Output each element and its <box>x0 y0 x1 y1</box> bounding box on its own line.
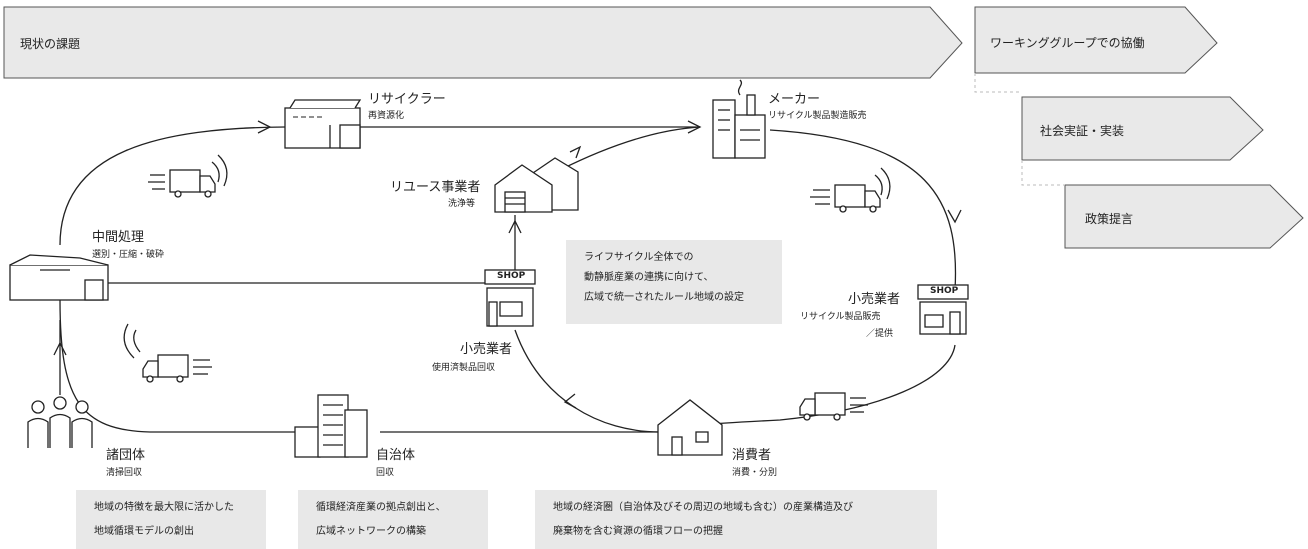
banner-working-group-arrow <box>974 6 1218 74</box>
city-building-icon <box>294 394 368 458</box>
groups-label: 諸団体 <box>106 448 146 463</box>
maker-factory-icon <box>712 79 766 159</box>
right-note-box: 地域の経済圏（自治体及びその周辺の地域も含む）の産業構造及び 廃棄物を含む資源の… <box>535 490 937 549</box>
loop-left-bottom <box>59 299 151 433</box>
banner-policy-arrow <box>1064 184 1304 249</box>
center-note-line-3: 広域で統一されたルール地域の設定 <box>584 292 744 303</box>
retailer-right-label: 小売業者 <box>848 292 901 307</box>
intermediate-label: 中間処理 <box>92 230 145 245</box>
loop-top-right <box>769 129 957 291</box>
arrowhead-up-left <box>53 341 67 356</box>
arrowhead-top-left <box>257 120 272 134</box>
right-note-line-1: 地域の経済圏（自治体及びその周辺の地域も含む）の産業構造及び <box>553 502 853 513</box>
intermediate-sub: 選別・圧縮・破砕 <box>92 250 165 260</box>
retailer-right-sub2: ／提供 <box>866 329 894 339</box>
center-note-line-1: ライフサイクル全体での <box>584 252 694 263</box>
banner-social-label: 社会実証・実装 <box>1040 124 1125 138</box>
house-icon <box>657 399 723 456</box>
consumer-sub: 消費・分別 <box>732 468 778 478</box>
reuse-label: リユース事業者 <box>390 180 481 195</box>
maker-label: メーカー <box>768 92 821 107</box>
truck-icon-2 <box>810 167 891 213</box>
center-to-consumer-curve <box>514 329 661 433</box>
people-group-icon <box>27 396 93 448</box>
retailer-right-sub: リサイクル製品販売 <box>800 312 881 322</box>
banner-current-arrow <box>3 6 963 79</box>
dashed-connector-2 <box>1021 160 1065 186</box>
mid-note-box: 循環経済産業の拠点創出と、 広域ネットワークの構築 <box>298 490 488 549</box>
municipality-label: 自治体 <box>376 448 416 463</box>
shop-right-sign: SHOP <box>930 286 959 296</box>
maker-sub: リサイクル製品製造販売 <box>768 111 867 121</box>
factory-icon <box>284 99 362 149</box>
arrowhead-up-center <box>508 219 522 234</box>
processing-plant-icon <box>9 254 109 301</box>
recycler-label: リサイクラー <box>368 92 446 107</box>
mid-note-line-1: 循環経済産業の拠点創出と、 <box>316 502 446 513</box>
left-note-box: 地域の特徴を最大限に活かした 地域循環モデルの創出 <box>76 490 266 549</box>
reuse-to-maker-curve <box>559 126 701 171</box>
truck-icon-4 <box>799 392 868 421</box>
retailer-center-sub: 使用済製品回収 <box>432 363 496 373</box>
banner-working-group-label: ワーキンググループでの協働 <box>990 36 1145 50</box>
warehouse-icon <box>494 157 579 213</box>
truck-icon-3 <box>123 323 212 383</box>
left-note-line-2: 地域循環モデルの創出 <box>94 526 194 537</box>
shop-center-icon <box>484 269 536 327</box>
retailer-center-label: 小売業者 <box>460 342 513 357</box>
banner-current-label: 現状の課題 <box>20 37 81 51</box>
arrowhead-reuse <box>569 145 582 159</box>
reuse-sub: 洗浄等 <box>448 199 476 209</box>
recycler-sub: 再資源化 <box>368 111 405 121</box>
municipality-sub: 回収 <box>376 468 395 478</box>
groups-sub: 清掃回収 <box>106 468 143 478</box>
center-note-box: ライフサイクル全体での 動静脈産業の連携に向けて、 広域で統一されたルール地域の… <box>566 240 782 324</box>
arrowhead-right <box>947 209 962 224</box>
mid-note-line-2: 広域ネットワークの構築 <box>316 526 426 537</box>
arrowhead-top-right <box>687 120 702 134</box>
arrowhead-bottom <box>563 393 577 409</box>
banner-social-arrow <box>1021 96 1264 161</box>
dashed-connector-1 <box>974 73 1022 93</box>
shop-right-icon <box>917 284 969 335</box>
shop-center-sign: SHOP <box>497 271 526 281</box>
truck-icon-1 <box>148 154 228 198</box>
consumer-label: 消費者 <box>732 448 772 463</box>
left-note-line-1: 地域の特徴を最大限に活かした <box>94 502 234 513</box>
right-note-line-2: 廃棄物を含む資源の循環フローの把握 <box>553 526 723 537</box>
banner-policy-label: 政策提言 <box>1085 212 1134 226</box>
center-note-line-2: 動静脈産業の連携に向けて、 <box>584 272 714 283</box>
loop-top-left <box>59 126 286 246</box>
